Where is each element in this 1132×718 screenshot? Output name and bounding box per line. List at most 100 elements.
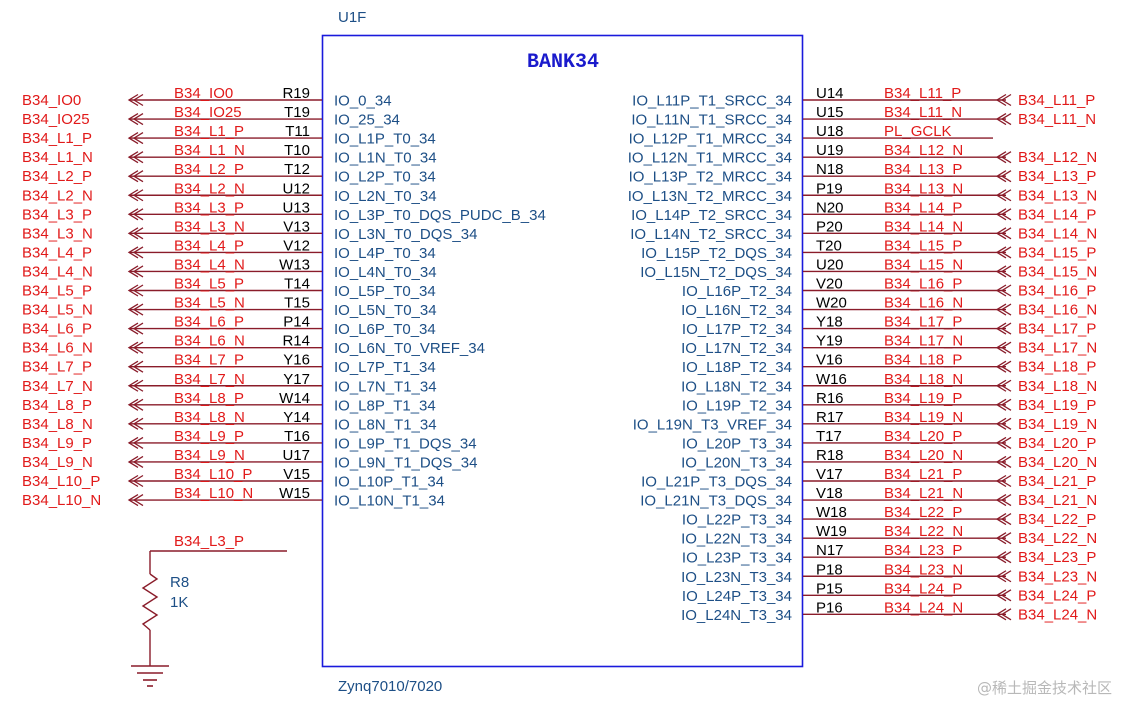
part-designator: U1F	[338, 9, 366, 26]
net-label: B34_L3_N	[174, 218, 245, 235]
port-chevron-icon	[995, 303, 1012, 316]
off-page-port-label: B34_L9_P	[22, 435, 92, 452]
off-page-port-label: B34_L4_P	[22, 244, 92, 261]
pin-name: IO_L5N_T0_34	[334, 302, 437, 319]
port-chevron-icon	[995, 532, 1012, 545]
port-chevron-icon	[995, 322, 1012, 335]
net-label: B34_IO25	[174, 104, 242, 121]
pin-number: P15	[816, 580, 843, 597]
ground-icon	[131, 665, 169, 687]
pin-number: R16	[816, 390, 844, 407]
pin-name: IO_L12N_T1_MRCC_34	[628, 150, 792, 167]
pin-number: T15	[284, 295, 310, 312]
pin-number: V16	[816, 352, 843, 369]
pin-name: IO_L7N_T1_34	[334, 378, 437, 395]
port-chevron-icon	[995, 570, 1012, 583]
net-label: B34_L14_N	[884, 218, 963, 235]
port-chevron-icon	[995, 589, 1012, 602]
net-label: B34_L5_N	[174, 295, 245, 312]
net-label: B34_L11_P	[884, 85, 961, 102]
off-page-port-label: B34_L10_P	[22, 473, 100, 490]
resistor-symbol	[141, 573, 159, 631]
pin-name: IO_L6N_T0_VREF_34	[334, 340, 485, 357]
bank-title: BANK34	[527, 51, 599, 74]
pin-number: V15	[283, 466, 310, 483]
pin-number: Y16	[283, 352, 310, 369]
net-label: B34_L24_P	[884, 580, 962, 597]
port-chevron-icon	[995, 284, 1012, 297]
port-chevron-icon	[995, 227, 1012, 240]
port-chevron-icon	[995, 208, 1012, 221]
pin-number: N18	[816, 161, 844, 178]
pin-number: U20	[816, 256, 844, 273]
off-page-port-label: B34_L22_N	[1018, 530, 1097, 547]
net-label: B34_L8_P	[174, 390, 244, 407]
pin-name: IO_L13P_T2_MRCC_34	[629, 169, 792, 186]
off-page-port-label: B34_L11_N	[1018, 111, 1096, 128]
pin-number: P18	[816, 561, 843, 578]
pin-number: R19	[282, 85, 310, 102]
pin-number: U17	[282, 447, 310, 464]
resistor-net-label: B34_L3_P	[174, 533, 244, 550]
pin-number: V18	[816, 485, 843, 502]
pin-name: IO_L23P_T3_34	[682, 550, 792, 567]
off-page-port-label: B34_L21_N	[1018, 492, 1097, 509]
off-page-port-label: B34_L7_N	[22, 378, 93, 395]
net-label: B34_L21_P	[884, 466, 962, 483]
pin-name: IO_L16P_T2_34	[682, 283, 792, 300]
port-chevron-icon	[995, 246, 1012, 259]
net-label: B34_L6_P	[174, 314, 244, 331]
off-page-port-label: B34_L16_P	[1018, 283, 1096, 300]
pin-name: IO_L5P_T0_34	[334, 283, 436, 300]
pin-number: W19	[816, 523, 847, 540]
pin-name: IO_L18P_T2_34	[682, 359, 792, 376]
off-page-port-label: B34_L18_P	[1018, 359, 1096, 376]
off-page-port-label: B34_L23_N	[1018, 568, 1097, 585]
pin-number: T19	[284, 104, 310, 121]
off-page-port-label: B34_L13_N	[1018, 187, 1097, 204]
net-label: B34_L22_N	[884, 523, 963, 540]
net-label: B34_L2_P	[174, 161, 244, 178]
off-page-port-label: B34_L20_N	[1018, 454, 1097, 471]
pin-number: T11	[285, 123, 310, 140]
port-chevron-icon	[995, 189, 1012, 202]
pin-name: IO_L17N_T2_34	[681, 340, 792, 357]
net-label: B34_L19_N	[884, 409, 963, 426]
pin-name: IO_L21N_T3_DQS_34	[640, 493, 792, 510]
port-chevron-icon	[995, 93, 1012, 107]
pin-number: P19	[816, 180, 843, 197]
pin-name: IO_L6P_T0_34	[334, 321, 436, 338]
net-label: B34_L23_N	[884, 561, 963, 578]
pin-name: IO_L1P_T0_34	[334, 131, 436, 148]
off-page-port-label: B34_L2_N	[22, 187, 93, 204]
net-label: B34_IO0	[174, 85, 233, 102]
pin-name: IO_L10N_T1_34	[334, 493, 445, 510]
off-page-port-label: B34_L12_N	[1018, 149, 1097, 166]
off-page-port-label: B34_L19_P	[1018, 397, 1096, 414]
port-chevron-icon	[995, 493, 1012, 507]
port-chevron-icon	[995, 112, 1012, 126]
off-page-port-label: B34_L11_P	[1018, 92, 1095, 109]
pin-name: IO_L16N_T2_34	[681, 302, 792, 319]
port-chevron-icon	[995, 398, 1012, 411]
port-chevron-icon	[995, 608, 1012, 621]
